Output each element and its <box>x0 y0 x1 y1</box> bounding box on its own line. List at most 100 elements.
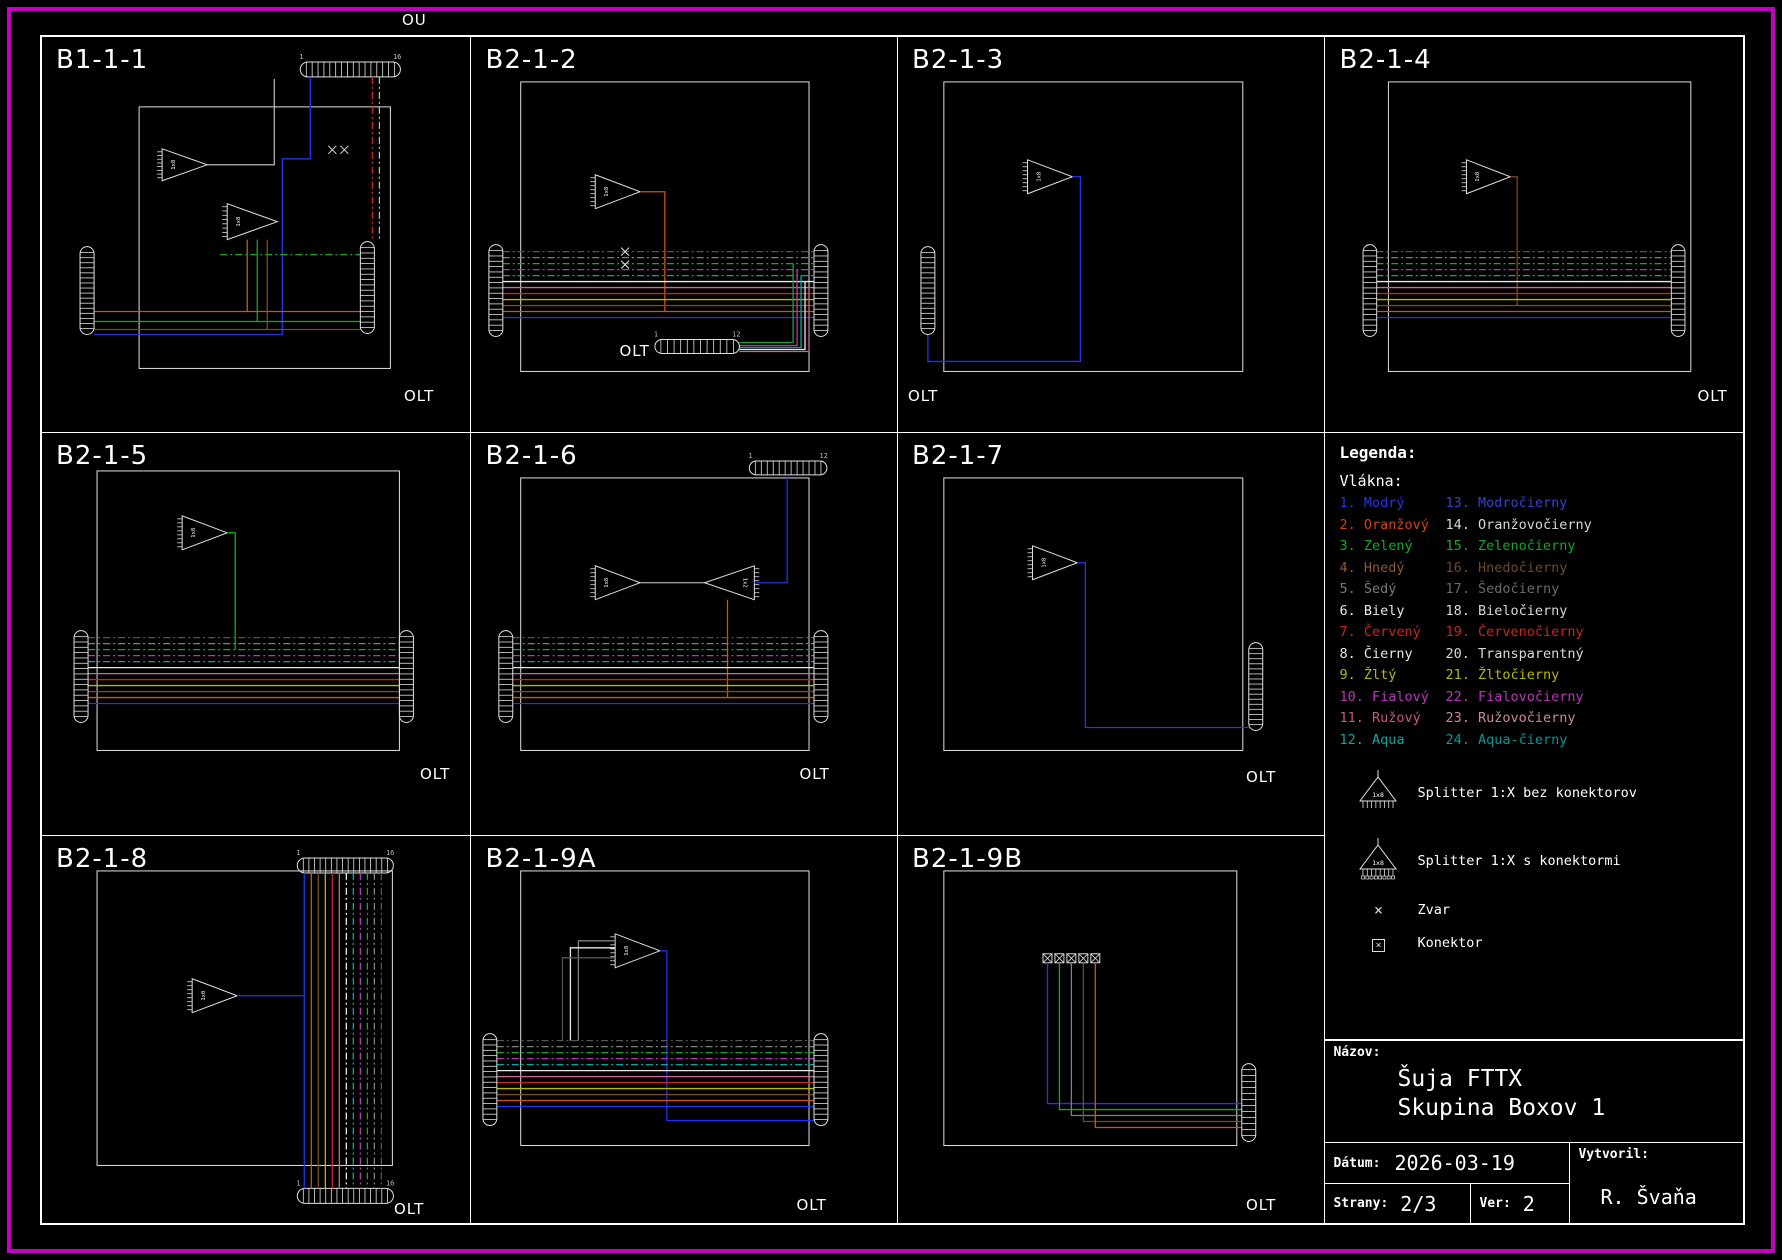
legend-fiber-item: 7. Červený <box>1339 624 1421 641</box>
legend-fiber-item: 5. Šedý <box>1339 581 1397 598</box>
panel-title: B2-1-4 <box>1339 45 1432 75</box>
legend-fiber-item: 17. Šedočierny <box>1445 581 1560 598</box>
splitter-symbol: 1x8 <box>187 977 239 1014</box>
legend-splitter-row: 1x8 Splitter 1:X s konektormi <box>1339 835 1743 887</box>
panel-title: B2-1-6 <box>485 441 578 472</box>
legend-subtitle: Vlákna: <box>1339 472 1403 491</box>
olt-label: OLT <box>1245 768 1277 787</box>
olt-label: OLT <box>404 387 435 405</box>
legend-and-titleblock: Legenda: Vlákna: 1. Modrý 2. Oranžový 3. Z… <box>1325 433 1743 1223</box>
connector-bar <box>498 630 514 724</box>
fiber-blue <box>927 176 1081 363</box>
svg-text:1x8: 1x8 <box>1373 791 1385 799</box>
splice-marks <box>327 145 349 155</box>
splice-marks <box>621 247 630 269</box>
connector-bar <box>488 244 504 337</box>
svg-text:1: 1 <box>296 1179 300 1187</box>
svg-text:1x8: 1x8 <box>236 217 242 227</box>
legend-fiber-item: 3. Zelený <box>1339 538 1413 555</box>
fiber-bundle <box>513 637 815 705</box>
legend-fiber-item: 4. Hnedý <box>1339 559 1405 576</box>
magenta-frame <box>7 7 1775 1253</box>
panel-title: B2-1-3 <box>911 45 1005 75</box>
legend-fiber-item: 2. Oranžový <box>1339 516 1429 533</box>
ou-label: OU <box>402 11 427 29</box>
splitter-symbol: 1x8 <box>590 174 642 210</box>
fiber-green <box>227 532 236 650</box>
svg-text:1x8: 1x8 <box>171 160 177 170</box>
titleblock-pages-cell: Strany: 2/3 <box>1325 1184 1472 1223</box>
fiber-brown <box>1082 962 1242 1122</box>
connector-icon-wrap: × <box>1339 933 1417 953</box>
splitter-symbol: 1x8 <box>1027 545 1079 581</box>
box-outline <box>96 470 400 752</box>
svg-text:1x8: 1x8 <box>1373 859 1385 867</box>
legend-splitter-label: Splitter 1:X s konektormi <box>1417 853 1621 870</box>
panel-title: B2-1-2 <box>485 45 578 75</box>
legend-fiber-item: 1. Modrý <box>1339 495 1405 512</box>
panel-b2-1-5: B2-1-5 1x8 OLT <box>42 433 472 836</box>
connector-bar <box>482 1032 498 1126</box>
fiber-diagram: 1x8 <box>482 870 829 1146</box>
box-outline <box>520 477 810 752</box>
connector-bar <box>1363 244 1378 337</box>
svg-text:1x8: 1x8 <box>605 187 611 197</box>
svg-text:16: 16 <box>393 53 401 61</box>
splitter-symbol: 1x8 <box>222 203 279 241</box>
svg-text:16: 16 <box>386 849 394 857</box>
legend: Legenda: Vlákna: 1. Modrý 2. Oranžový 3. Z… <box>1325 433 1743 1039</box>
fiber-pink <box>739 287 811 353</box>
panel-title: B2-1-9B <box>911 843 1024 874</box>
legend-col-left: 1. Modrý 2. Oranžový 3. Zelený 4. Hnedý 5. Š… <box>1339 493 1445 751</box>
legend-zvar-label: Zvar <box>1417 902 1450 919</box>
svg-text:1x2: 1x2 <box>742 578 748 588</box>
panel-b2-1-9b: B2-1-9B OLT <box>898 835 1326 1223</box>
fiber-diagram: 1x8 <box>73 470 414 752</box>
connector-bar <box>813 1032 829 1126</box>
box-outline <box>138 106 391 369</box>
ver-value: 2 <box>1522 1191 1535 1216</box>
legend-konektor-row: × Konektor <box>1339 933 1743 953</box>
svg-text:1: 1 <box>749 452 753 460</box>
svg-text:1x8: 1x8 <box>605 578 611 588</box>
olt-label: OLT <box>799 765 830 784</box>
fiber-gray <box>578 939 616 1041</box>
fiber-bundle <box>88 637 400 705</box>
ver-label: Ver: <box>1479 1196 1511 1211</box>
legend-konektor-label: Konektor <box>1417 934 1483 951</box>
panel-title: B1-1-1 <box>56 45 149 75</box>
splitter-symbol: 1x8 <box>157 148 209 182</box>
splitter-symbol: 1x8 <box>177 515 229 551</box>
connector-bar <box>813 630 829 724</box>
box-outline <box>943 477 1244 752</box>
olt-label: OLT <box>1697 387 1728 405</box>
legend-fiber-item: 8. Čierny <box>1339 645 1413 662</box>
svg-text:1x8: 1x8 <box>1041 558 1047 568</box>
box-outline <box>96 870 393 1166</box>
svg-text:1x8: 1x8 <box>1476 172 1482 182</box>
title-block: Názov: Šuja FTTX Skupina Boxov 1 Dátum: … <box>1325 1039 1743 1223</box>
fiber-diagram: 1x8 <box>943 477 1264 752</box>
olt-label: OLT <box>394 1199 425 1218</box>
svg-text:1x8: 1x8 <box>201 990 207 1000</box>
splitter-symbol: 1x8 <box>610 932 662 969</box>
olt-label: OLT <box>796 1195 827 1214</box>
fiber-violet <box>739 269 799 347</box>
panel-b2-1-9a: B2-1-9A 1x8 OLT <box>471 835 898 1223</box>
connector-bar <box>398 630 414 724</box>
fiber-orange <box>640 191 666 312</box>
legend-fiber-item: 16. Hnedočierny <box>1445 559 1568 576</box>
legend-title: Legenda: <box>1339 443 1417 463</box>
strany-label: Strany: <box>1333 1196 1389 1211</box>
